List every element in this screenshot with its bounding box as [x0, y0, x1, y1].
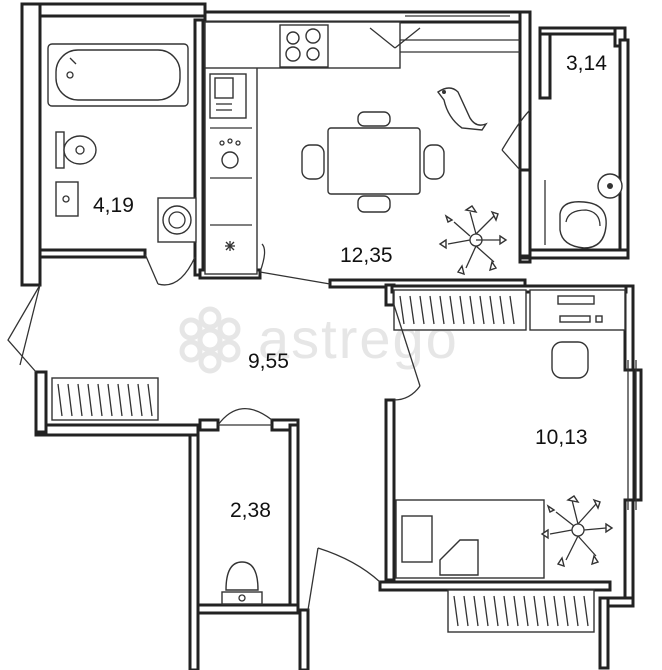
- toilet-icon: [221, 561, 263, 605]
- radiator-icon: [51, 377, 159, 421]
- side-table-icon: [597, 173, 623, 199]
- door-icon: [501, 109, 531, 171]
- flower-logo-icon: [179, 306, 241, 374]
- toilet-icon: [55, 131, 97, 169]
- room-area-balcony: 3,14: [566, 52, 607, 75]
- outer-walls: [20, 2, 643, 670]
- bathtub-icon: [47, 43, 189, 107]
- sink-icon: [209, 73, 247, 119]
- plant-icon: [540, 495, 614, 568]
- sink-icon: [55, 181, 79, 217]
- door-icon: [144, 253, 196, 286]
- radiator-icon: [447, 589, 595, 633]
- door-icon: [307, 547, 381, 611]
- armchair-icon: [559, 201, 607, 249]
- room-area-bathroom: 4,19: [93, 194, 134, 217]
- desk-icon: [529, 289, 626, 331]
- hob-icon: [219, 138, 241, 169]
- stove-icon: [279, 24, 329, 68]
- hood-icon: [369, 27, 520, 53]
- plant-icon: [438, 205, 508, 276]
- bed-icon: [395, 499, 545, 579]
- room-area-hallway: 9,55: [248, 350, 289, 373]
- door-icon: [217, 407, 273, 426]
- radiator-icon: [393, 289, 527, 331]
- washing-machine-icon: [157, 197, 197, 243]
- room-area-toilet: 2,38: [230, 499, 271, 522]
- room-area-bedroom: 10,13: [535, 426, 588, 449]
- windows: [405, 15, 637, 510]
- door-icon: [259, 243, 331, 285]
- door-icon: [7, 284, 41, 373]
- room-area-kitchen: 12,35: [340, 244, 393, 267]
- door-icon: [393, 304, 421, 401]
- chair-icon: [301, 111, 445, 213]
- dining-table-icon: [327, 127, 421, 195]
- chair-icon: [551, 341, 589, 379]
- dog-icon: [436, 87, 488, 131]
- star-icon: [225, 241, 235, 251]
